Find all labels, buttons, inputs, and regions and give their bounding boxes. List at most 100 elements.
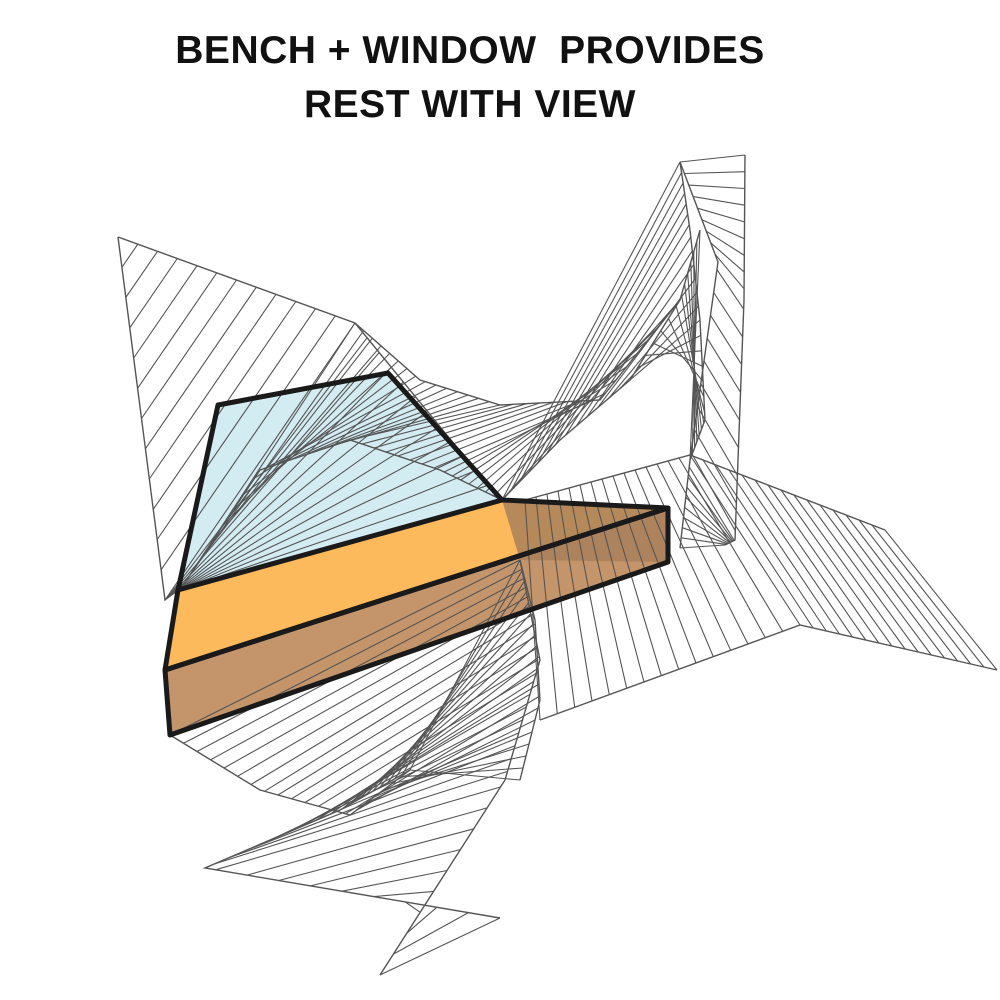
ruled-line [693,196,745,206]
ruled-line [637,334,702,369]
ruled-line [223,595,530,769]
ruled-edge [519,559,541,781]
ruled-line [697,207,745,223]
ruled-line [137,272,218,389]
ruled-line [618,305,699,390]
ruled-line [400,767,524,778]
ruled-line [741,474,853,638]
ruled-line [222,353,391,527]
ruled-line [409,401,567,461]
ruled-line [686,486,733,542]
ruled-line [728,469,840,635]
ruled-line [168,381,404,598]
ruled-line [406,906,438,934]
ruled-line [331,683,540,811]
ruled-line [237,604,532,777]
ruled-line [667,318,705,398]
ruled-line [684,171,745,175]
ruled-line [164,322,356,601]
ruled-line [361,403,514,445]
ruled-line [215,786,501,871]
ruled-line [243,368,408,495]
ruled-line [409,559,521,771]
ruled-line [173,440,452,594]
ruled-line [685,496,732,543]
ruled-line [301,693,531,828]
ruled-line [693,429,737,504]
ruled-line [349,404,501,441]
title-line-1: BENCH + WINDOW PROVIDES [175,29,765,72]
ruled-line [601,478,662,676]
ruled-surfaces [117,154,998,976]
ruled-line [684,506,730,544]
ruled-line [675,306,706,413]
ruled-line [555,224,690,445]
ruled-line [278,828,474,882]
ruled-line [214,770,508,865]
ruled-line [754,479,867,641]
ruled-line [175,469,477,593]
ruled-line [341,869,448,892]
ruled-line [832,509,945,659]
ruled-line [546,214,689,455]
ruled-line [684,283,703,430]
ruled-line [629,319,701,381]
ruled-line [682,527,728,545]
ruled-line [364,719,536,805]
ruled-line [141,279,237,419]
ruled-line [689,454,801,626]
ruled-line [501,161,681,501]
right-tower-curve [501,161,706,501]
ruled-line [493,312,670,497]
ruled-line [196,577,525,752]
ruled-line [697,406,738,476]
ruled-line [385,402,541,453]
ruled-line [156,308,316,540]
ruled-line [265,381,426,469]
ruled-line [144,286,257,450]
ruled-line [701,219,745,240]
ruled-line [689,229,701,461]
ruled-line [379,917,501,976]
ruled-line [660,330,704,382]
ruled-line [318,671,539,807]
ruled-edge [202,769,501,919]
ruled-line [564,236,692,436]
ruled-line [845,514,959,662]
ruled-line [373,403,527,449]
ruled-edge [117,236,179,602]
ruled-edge [169,734,411,816]
ruled-line [703,360,740,421]
ruled-line [167,366,392,598]
ruled-line [246,807,488,876]
ruled-line [291,647,538,800]
ruled-edge [724,154,746,546]
ruled-line [404,901,421,913]
outlines [162,370,671,738]
ruled-line [871,524,985,668]
ruled-line [528,193,686,473]
ruled-line [289,387,447,461]
ruled-line [713,292,744,338]
ruled-line [688,466,735,541]
ruled-line [678,457,784,632]
ruled-line [586,264,695,418]
ruled-line [858,519,972,665]
ruled-line [148,293,277,480]
ruled-line [210,586,528,761]
ruled-line [452,379,617,477]
ruled-edge [524,454,886,531]
ruled-line [681,537,727,545]
ruled-line [537,203,687,464]
bottom-tail-curve [169,559,541,816]
ruled-edge [679,161,706,461]
ruled-line [714,253,745,290]
ruled-line [656,463,749,645]
ruled-line [133,265,198,359]
ruled-line [264,623,536,792]
ruled-line [688,184,745,190]
diagram-title: BENCH + WINDOW PROVIDES REST WITH VIEW [0,24,940,132]
ruled-line [460,366,628,481]
ruled-line [667,460,766,638]
